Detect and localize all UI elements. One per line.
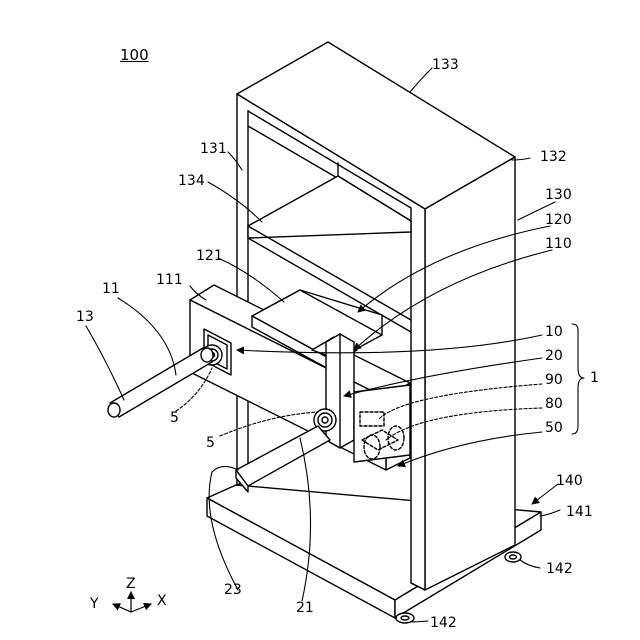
label-21: 21 — [296, 601, 314, 615]
label-133: 133 — [432, 58, 459, 72]
label-130: 130 — [545, 188, 572, 202]
label-50: 50 — [545, 421, 563, 435]
arm-11 — [108, 348, 213, 417]
label-140: 140 — [556, 474, 583, 488]
axis-label-z: Z — [126, 577, 136, 591]
label-5-lower: 5 — [206, 436, 215, 450]
axis-label-y: Y — [90, 597, 99, 611]
figure-label: 100 — [120, 48, 149, 63]
axis-triad — [113, 592, 151, 612]
label-11: 11 — [102, 282, 120, 296]
label-121: 121 — [196, 249, 223, 263]
label-131: 131 — [200, 142, 227, 156]
label-142-bottom: 142 — [430, 616, 457, 630]
label-5-upper: 5 — [170, 411, 179, 425]
label-110: 110 — [545, 237, 572, 251]
arm-21 — [236, 409, 336, 492]
label-1: 1 — [590, 371, 599, 385]
label-20: 20 — [545, 349, 563, 363]
label-134: 134 — [178, 174, 205, 188]
label-141: 141 — [566, 505, 593, 519]
label-132: 132 — [540, 150, 567, 164]
label-111: 111 — [156, 273, 183, 287]
label-120: 120 — [545, 213, 572, 227]
label-142-right: 142 — [546, 562, 573, 576]
label-23: 23 — [224, 583, 242, 597]
label-80: 80 — [545, 397, 563, 411]
label-10: 10 — [545, 325, 563, 339]
label-90: 90 — [545, 373, 563, 387]
axis-label-x: X — [157, 594, 167, 608]
label-13: 13 — [76, 310, 94, 324]
